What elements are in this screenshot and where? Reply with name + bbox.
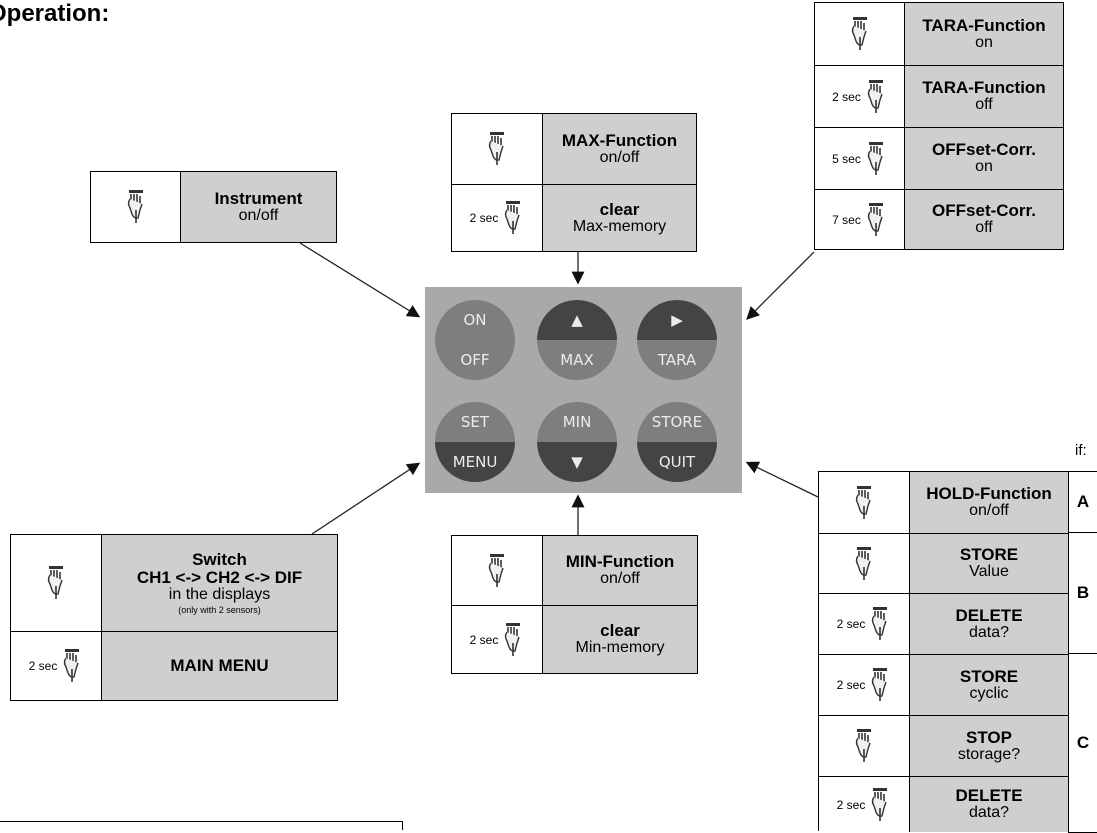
tara-label: TARA — [637, 340, 717, 380]
pointing-hand-icon: 5 sec — [815, 128, 905, 189]
switch-sub: in the displays — [168, 585, 271, 603]
max-function-label: MAX-Function — [561, 130, 678, 150]
switch-box: Switch CH1 <-> CH2 <-> DIF in the displa… — [10, 534, 338, 701]
tara-on-sub: on — [975, 33, 993, 51]
clear-max-sub: Max-memory — [572, 217, 667, 235]
store-cyclic-sub: cyclic — [969, 684, 1009, 702]
tara-button[interactable]: ▶ TARA — [637, 300, 717, 380]
offset-off-sub: off — [975, 219, 993, 237]
pointing-hand-icon: 2 sec — [452, 185, 543, 251]
divider-line — [0, 821, 403, 830]
max-function-sub: on/off — [599, 148, 640, 166]
down-arrow-icon: ▼ — [537, 442, 617, 482]
duration-label: 2 sec — [469, 211, 499, 225]
mode-b-label: B — [1068, 532, 1097, 654]
mode-c-label: C — [1068, 653, 1097, 833]
clear-min-sub: Min-memory — [575, 639, 665, 657]
pointing-hand-icon — [91, 172, 181, 242]
pointing-hand-icon — [11, 535, 102, 631]
tara-off-sub: off — [975, 96, 993, 114]
clear-min-label: clear — [600, 621, 640, 641]
off-label: OFF — [460, 351, 490, 369]
duration-label: 2 sec — [836, 617, 866, 631]
channel-cycle-label: CH1 <-> CH2 <-> DIF — [136, 567, 303, 587]
pointing-hand-icon — [815, 3, 905, 65]
min-function-label: MIN-Function — [565, 552, 675, 572]
right-arrow-icon: ▶ — [637, 300, 717, 340]
instrument-label: Instrument — [214, 188, 303, 208]
if-label: if: — [1075, 442, 1087, 459]
pointing-hand-icon: 2 sec — [819, 655, 910, 715]
min-label: MIN — [537, 402, 617, 442]
pointing-hand-icon — [819, 716, 910, 776]
set-label: SET — [435, 402, 515, 442]
pointing-hand-icon — [819, 534, 910, 593]
clear-max-label: clear — [599, 199, 640, 219]
min-button[interactable]: MIN ▼ — [537, 402, 617, 482]
store-value-sub: Value — [969, 563, 1009, 581]
set-menu-button[interactable]: SET MENU — [435, 402, 515, 482]
menu-label: MENU — [435, 442, 515, 482]
min-function-sub: on/off — [600, 570, 640, 588]
duration-label: 2 sec — [836, 797, 866, 812]
on-label: ON — [463, 311, 487, 329]
duration-label: 7 sec — [832, 212, 861, 227]
stop-storage-sub: storage? — [957, 745, 1021, 763]
main-menu-label: MAIN MENU — [170, 656, 269, 676]
on-off-button[interactable]: ON OFF — [435, 300, 515, 380]
keypad-panel: ON OFF ▲ MAX ▶ TARA SET MENU MIN ▼ STORE… — [425, 287, 742, 493]
max-label: MAX — [537, 340, 617, 380]
pointing-hand-icon: 2 sec — [452, 606, 543, 673]
mode-a-label: A — [1068, 471, 1097, 533]
store-cyclic-label: STORE — [959, 666, 1019, 686]
max-button[interactable]: ▲ MAX — [537, 300, 617, 380]
instrument-sub: on/off — [238, 206, 279, 224]
duration-label: 2 sec — [469, 632, 499, 647]
delete-data-label: DELETE — [955, 786, 1023, 806]
pointing-hand-icon — [819, 472, 910, 533]
delete-data-sub: data? — [968, 804, 1010, 822]
switch-label: Switch — [192, 550, 247, 570]
offset-off-label: OFFset-Corr. — [932, 201, 1036, 221]
tara-off-label: TARA-Function — [922, 78, 1046, 98]
pointing-hand-icon: 2 sec — [819, 777, 910, 832]
pointing-hand-icon — [452, 536, 543, 605]
page-title: Operation: — [0, 0, 110, 27]
tara-on-label: TARA-Function — [922, 15, 1046, 35]
pointing-hand-icon — [452, 114, 543, 184]
offset-on-label: OFFset-Corr. — [932, 140, 1036, 160]
duration-label: 2 sec — [832, 89, 861, 104]
duration-label: 5 sec — [832, 151, 861, 166]
store-quit-button[interactable]: STORE QUIT — [637, 402, 717, 482]
duration-label: 2 sec — [836, 678, 866, 692]
pointing-hand-icon: 2 sec — [819, 594, 910, 654]
pointing-hand-icon: 2 sec — [815, 66, 905, 127]
hold-function-label: HOLD-Function — [926, 484, 1052, 504]
store-value-label: STORE — [959, 545, 1019, 565]
duration-label: 2 sec — [28, 659, 58, 673]
delete-data-sub: data? — [968, 623, 1010, 641]
pointing-hand-icon: 7 sec — [815, 190, 905, 249]
switch-note: (only with 2 sensors) — [178, 604, 261, 615]
store-label: STORE — [637, 402, 717, 442]
delete-data-label: DELETE — [955, 605, 1023, 625]
pointing-hand-icon: 2 sec — [11, 632, 102, 700]
up-arrow-icon: ▲ — [537, 300, 617, 340]
hold-function-sub: on/off — [969, 502, 1009, 520]
offset-on-sub: on — [975, 158, 993, 176]
quit-label: QUIT — [637, 442, 717, 482]
stop-storage-label: STOP — [966, 727, 1012, 747]
